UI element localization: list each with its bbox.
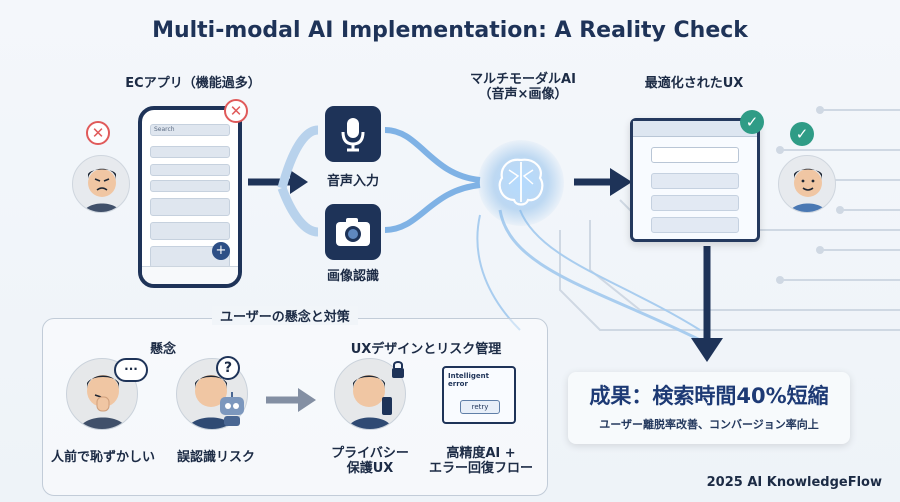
ai-label-line2: （音声×画像）	[478, 87, 568, 102]
check-icon: ✓	[790, 122, 814, 146]
privacy-ux-label: プライバシー 保護UX	[318, 446, 422, 476]
phone-filter-row[interactable]	[150, 164, 230, 176]
window-result-row[interactable]	[651, 173, 739, 189]
microphone-icon	[325, 106, 381, 162]
result-card: 成果：検索時間40%短縮 ユーザー離脱率改善、コンバージョン率向上	[568, 372, 850, 444]
error-recovery-line2: エラー回復フロー	[428, 461, 533, 476]
phone-bottom-nav	[142, 266, 238, 284]
voice-input-label: 音声入力	[326, 174, 379, 189]
ec-app-label: ECアプリ（機能過多）	[125, 76, 261, 91]
lock-icon	[389, 360, 407, 380]
ai-label-line1: マルチモーダルAI	[470, 72, 576, 87]
result-main-text: 成果：検索時間40%短縮	[589, 384, 829, 408]
footer-credit: 2025 AI KnowledgeFlow	[706, 475, 882, 490]
speech-bubble-icon: ···	[114, 358, 148, 382]
phone-search-bar-2[interactable]	[150, 146, 230, 158]
image-recognition-label: 画像認識	[326, 269, 379, 284]
page-title: Multi-modal AI Implementation: A Reality…	[152, 18, 748, 43]
window-title-bar	[633, 121, 757, 137]
window-result-row-3[interactable]	[651, 217, 739, 233]
privacy-line2: 保護UX	[346, 461, 394, 476]
concern-heading: 懸念	[149, 342, 176, 357]
phone-add-button[interactable]: +	[212, 242, 230, 260]
error-recovery-line1: 高精度AI +	[446, 446, 516, 461]
phone-search-row[interactable]	[150, 180, 230, 192]
privacy-line1: プライバシー	[331, 446, 409, 461]
concern-item-misrecognition: 誤認識リスク	[176, 450, 255, 465]
error-recovery-label: 高精度AI + エラー回復フロー	[424, 446, 538, 476]
optimized-ux-label: 最適化されたUX	[644, 76, 744, 91]
frustrated-user-avatar	[72, 155, 130, 213]
phone-option-row[interactable]	[150, 198, 230, 216]
error-recovery-window: Intelligent error retry	[442, 366, 516, 424]
multimodal-ai-label: マルチモーダルAI （音声×画像）	[448, 72, 598, 102]
optimized-ux-window	[630, 118, 760, 242]
happy-face-icon	[789, 168, 827, 212]
embarrassed-user-avatar	[66, 358, 138, 430]
x-icon: ✕	[224, 99, 248, 123]
frustrated-face-icon	[83, 168, 121, 212]
retry-button[interactable]: retry	[460, 400, 500, 414]
camera-icon	[325, 204, 381, 260]
happy-user-avatar	[778, 155, 836, 213]
window-search-bar[interactable]	[651, 147, 739, 163]
window-result-row-2[interactable]	[651, 195, 739, 211]
question-mark-icon: ?	[216, 356, 240, 380]
concern-item-embarrassed: 人前で恥ずかしい	[50, 450, 155, 465]
solution-heading: UXデザインとリスク管理	[350, 342, 502, 357]
intelligent-error-text: Intelligent error	[448, 372, 489, 388]
result-sub-text: ユーザー離脱率改善、コンバージョン率向上	[599, 418, 819, 431]
phone-search-bar[interactable]: Search	[150, 124, 230, 136]
phone-option-row-2[interactable]	[150, 222, 230, 240]
x-icon: ✕	[86, 121, 110, 145]
ai-brain-icon	[478, 140, 564, 226]
robot-icon	[216, 392, 248, 428]
ec-app-phone: Search +	[138, 106, 242, 288]
check-icon: ✓	[740, 110, 764, 134]
risk-panel-title: ユーザーの懸念と対策	[212, 306, 358, 325]
